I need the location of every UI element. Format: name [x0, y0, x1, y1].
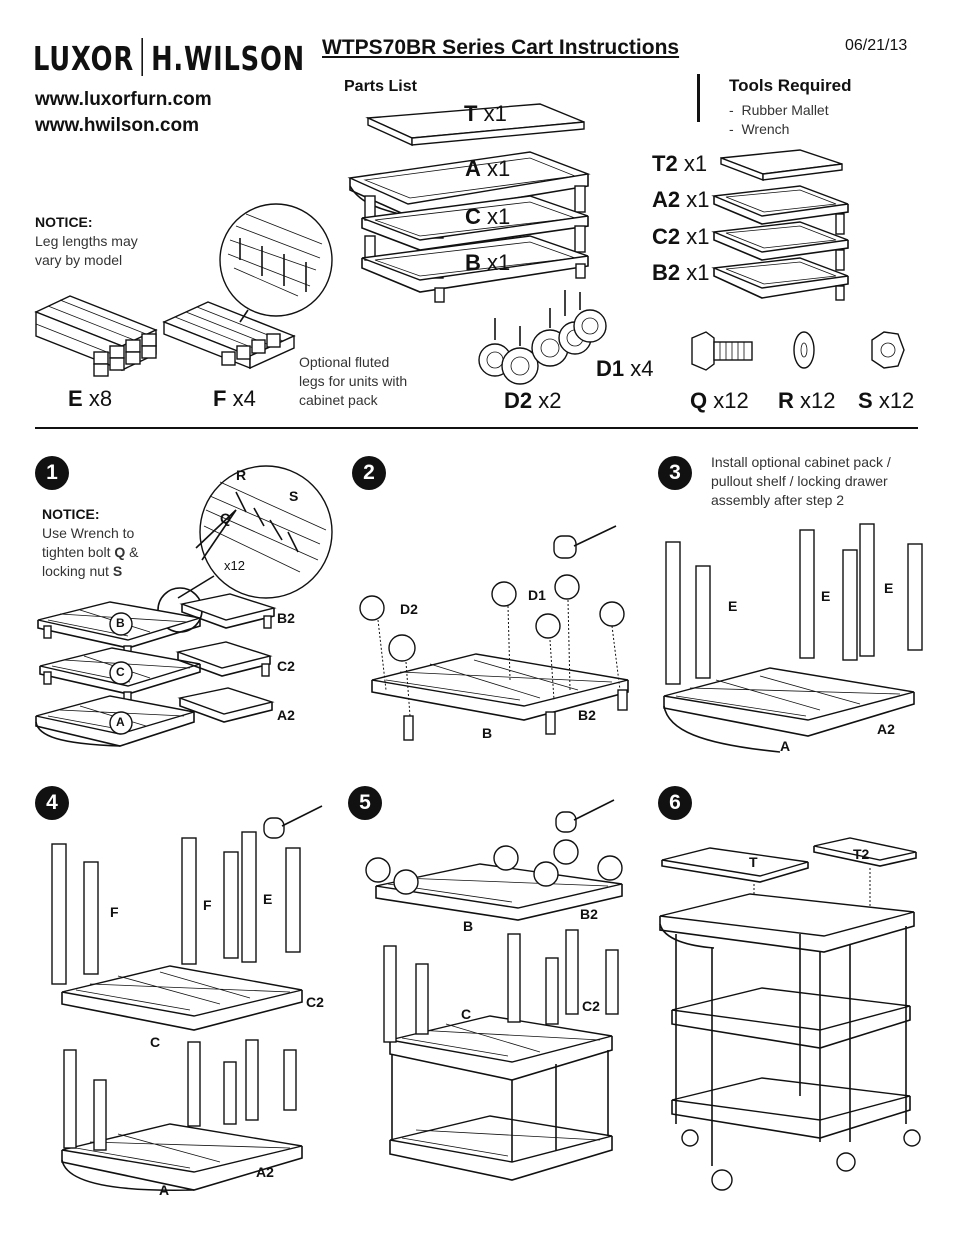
- part-label-c2: C2 x1: [652, 224, 710, 249]
- part-label-t: T x1: [464, 101, 507, 126]
- step5-drawing: [365, 799, 623, 1181]
- step6-drawing: [659, 837, 921, 1191]
- step1-label-c2: C2: [277, 658, 295, 674]
- step-number-6: 6: [658, 786, 692, 820]
- callout-label-r: R: [236, 467, 247, 483]
- step1-label-c: C: [116, 665, 125, 679]
- step2-label-b: B: [482, 725, 493, 741]
- website-link-luxor[interactable]: www.luxorfurn.com: [35, 89, 212, 110]
- step5-label-b: B: [463, 918, 474, 934]
- brand-logo: LUXOR H.WILSON: [33, 38, 305, 78]
- step3-label-e: E: [884, 580, 894, 596]
- step1-label-a2: A2: [277, 707, 295, 723]
- step4-label-e: E: [263, 891, 273, 907]
- step6-label-t2: T2: [853, 846, 870, 862]
- part-label-s: S x12: [858, 388, 915, 413]
- notice-legs-heading: NOTICE:: [35, 214, 93, 230]
- part-label-b: B x1: [465, 250, 511, 275]
- callout-label-q: Q: [220, 510, 231, 526]
- brand-hwilson: H.WILSON: [151, 39, 305, 78]
- step4-label-f: F: [203, 897, 212, 913]
- step-number-1: 1: [35, 456, 69, 490]
- tools-divider: [697, 74, 700, 122]
- step2-drawing: [359, 525, 629, 741]
- step1-notice-heading: NOTICE:: [42, 506, 100, 522]
- step2-label-b2: B2: [578, 707, 596, 723]
- part-label-a: A x1: [465, 156, 511, 181]
- step-number-2: 2: [352, 456, 386, 490]
- part-label-q: Q x12: [690, 388, 749, 413]
- part-label-d1: D1 x4: [596, 356, 654, 381]
- section-divider: [35, 427, 918, 429]
- step5-label-c: C: [461, 1006, 472, 1022]
- part-label-d2: D2 x2: [504, 388, 562, 413]
- step3-drawing: [663, 523, 923, 753]
- website-link-hwilson[interactable]: www.hwilson.com: [35, 115, 199, 136]
- step1-drawing: [35, 465, 333, 747]
- step5-label-b2: B2: [580, 906, 598, 922]
- part-label-t2: T2 x1: [652, 151, 708, 176]
- step3-label-a2: A2: [877, 721, 895, 737]
- step4-label-c: C: [150, 1034, 161, 1050]
- tools-heading: Tools Required: [729, 76, 852, 95]
- part-label-c: C x1: [465, 204, 511, 229]
- step1-label-b: B: [116, 616, 125, 630]
- step6-label-t: T: [749, 854, 758, 870]
- parts-list-illustration: [34, 103, 905, 385]
- brand-luxor: LUXOR: [33, 39, 134, 78]
- step3-label-a: A: [780, 738, 791, 754]
- step3-label-e: E: [728, 598, 738, 614]
- parts-list-heading: Parts List: [344, 78, 417, 95]
- step5-label-c2: C2: [582, 998, 600, 1014]
- part-label-a2: A2 x1: [652, 187, 710, 212]
- part-label-f: F x4: [213, 386, 256, 411]
- callout-label-s: S: [289, 488, 299, 504]
- step2-label-d2: D2: [400, 601, 418, 617]
- step4-label-a2: A2: [256, 1164, 274, 1180]
- step4-drawing: [51, 805, 323, 1192]
- part-label-r: R x12: [778, 388, 836, 413]
- step1-label-a: A: [116, 715, 125, 729]
- step4-label-c2: C2: [306, 994, 324, 1010]
- callout-label-qty: x12: [224, 558, 245, 573]
- step3-label-e: E: [821, 588, 831, 604]
- step4-label-a: A: [159, 1182, 170, 1198]
- document-date: 06/21/13: [845, 37, 908, 54]
- step1-label-b2: B2: [277, 610, 295, 626]
- step-number-5: 5: [348, 786, 382, 820]
- step3-note: Install optional cabinet pack /pullout s…: [711, 454, 891, 508]
- step-number-4: 4: [35, 786, 69, 820]
- tool-item: - Wrench: [729, 121, 790, 137]
- step4-label-f: F: [110, 904, 119, 920]
- part-label-b2: B2 x1: [652, 260, 710, 285]
- logo-divider: [141, 38, 144, 76]
- page-title: WTPS70BR Series Cart Instructions: [322, 36, 680, 59]
- part-label-e: E x8: [68, 386, 113, 411]
- step-number-3: 3: [658, 456, 692, 490]
- tool-item: - Rubber Mallet: [729, 102, 829, 118]
- step2-label-d1: D1: [528, 587, 546, 603]
- step1-notice-text: Use Wrench to tighten bolt Q & locking n…: [42, 525, 139, 579]
